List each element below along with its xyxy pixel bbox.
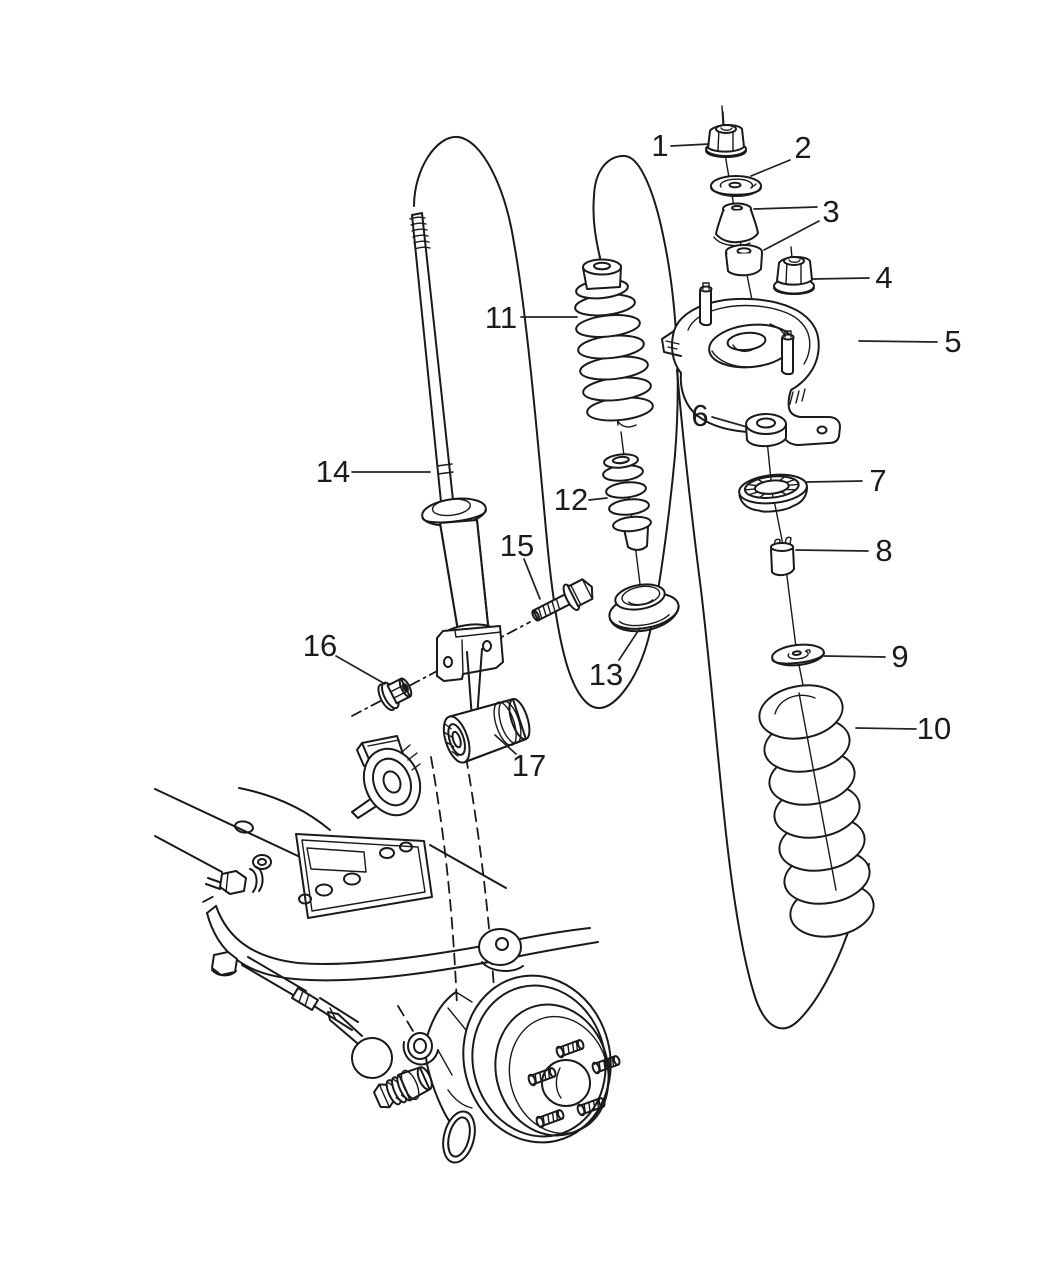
axis-lines bbox=[202, 111, 807, 1037]
balloon-outline-left bbox=[413, 135, 679, 710]
alignment-dash-left bbox=[430, 756, 458, 1006]
part-11-dust-boot bbox=[574, 258, 654, 428]
part-17-bushing bbox=[442, 697, 531, 764]
part-13-spring-seat bbox=[608, 583, 680, 633]
pivot-dash bbox=[202, 894, 217, 903]
link-dash bbox=[397, 1005, 417, 1037]
part-5-strut-mount bbox=[661, 282, 841, 446]
part-12-spring bbox=[602, 453, 652, 551]
part-8-bumper bbox=[770, 536, 795, 577]
part-3-bushings bbox=[713, 202, 763, 277]
part-7-bearing bbox=[738, 473, 809, 513]
callout-17: 17 bbox=[511, 748, 547, 783]
part-10-coil-spring bbox=[758, 684, 875, 938]
part-16-nut bbox=[377, 677, 413, 711]
axle-assembly bbox=[154, 735, 621, 1164]
part-14-shock-absorber bbox=[409, 212, 504, 722]
callout-3: 3 bbox=[822, 194, 840, 229]
grease-seal bbox=[442, 1110, 476, 1164]
callout-5: 5 bbox=[944, 324, 962, 359]
part-1-strut-nut bbox=[705, 105, 747, 158]
callout-4: 4 bbox=[875, 260, 893, 295]
callout-10: 10 bbox=[916, 711, 952, 746]
callout-8: 8 bbox=[875, 533, 893, 568]
leader-lines bbox=[335, 143, 938, 755]
callout-7: 7 bbox=[869, 463, 887, 498]
callout-9: 9 bbox=[891, 639, 909, 674]
callout-12: 12 bbox=[553, 482, 589, 517]
callout-16: 16 bbox=[302, 628, 338, 663]
callout-2: 2 bbox=[794, 130, 812, 165]
callout-14: 14 bbox=[315, 454, 351, 489]
callout-13: 13 bbox=[588, 657, 624, 692]
callout-1: 1 bbox=[651, 128, 669, 163]
callout-6: 6 bbox=[691, 398, 709, 433]
callout-15: 15 bbox=[499, 528, 535, 563]
balloon-outline-right bbox=[676, 369, 870, 1030]
part-9-washer bbox=[771, 643, 825, 667]
wheel-studs bbox=[527, 1039, 621, 1129]
callout-11: 11 bbox=[484, 300, 518, 335]
part-2-washer bbox=[710, 175, 762, 197]
part-15-bolt bbox=[531, 578, 594, 622]
part-4-nut bbox=[773, 246, 815, 295]
part-6-bushing bbox=[745, 413, 787, 448]
